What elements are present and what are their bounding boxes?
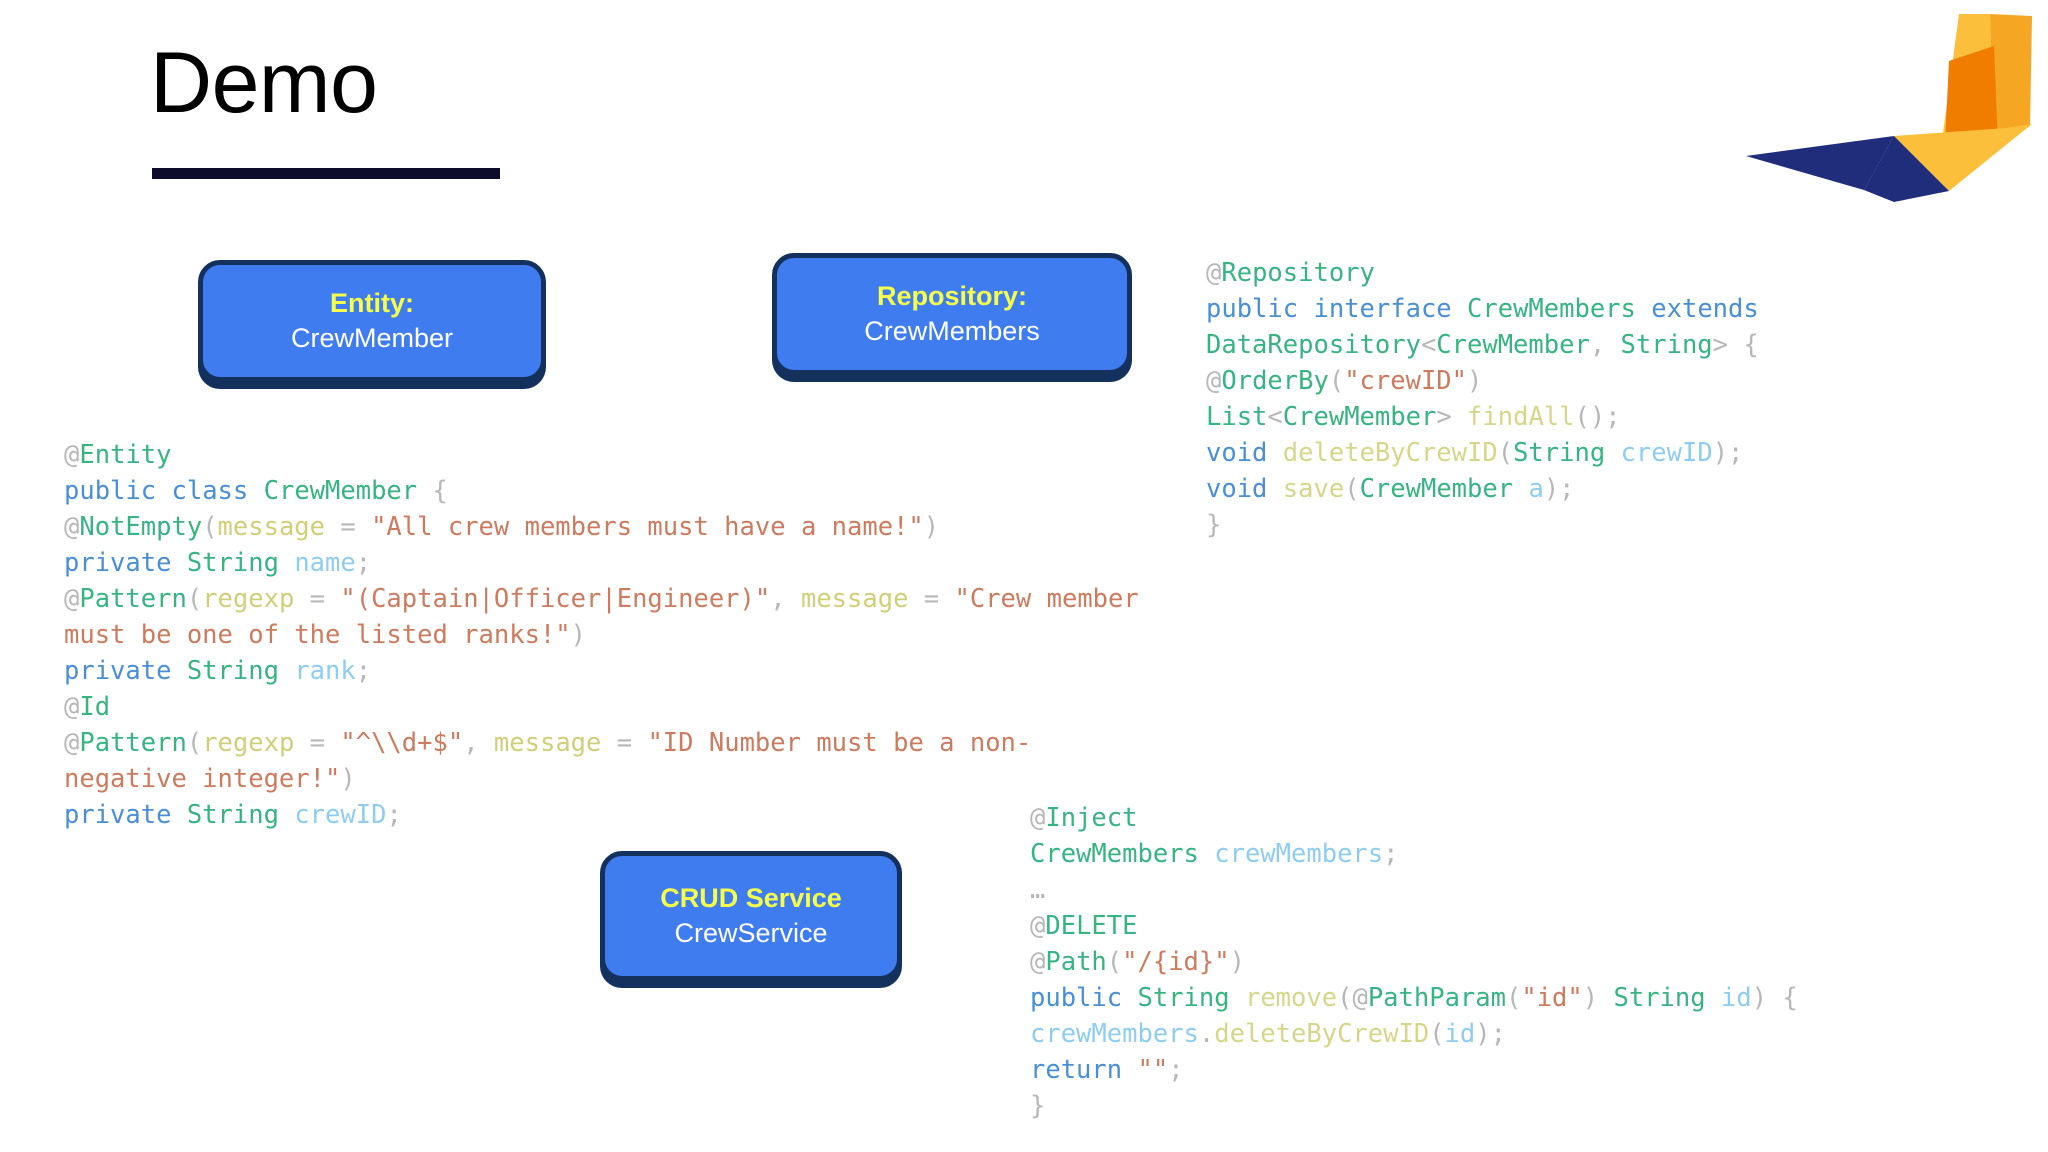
code-line: private String name; [64,548,372,578]
code-line: } [1030,1091,1046,1121]
code-line: } [1206,510,1222,540]
entity-code-block: @Entity public class CrewMember { @NotEmpt… [64,437,1154,833]
code-line: crewMembers.deleteByCrewID(id); [1030,1019,1506,1049]
title-underline-rule [152,168,500,179]
node-subtitle: CrewMembers [864,316,1040,346]
code-line: @Pattern(regexp = "^\\d+$", message = "I… [64,728,1032,794]
code-line: public interface CrewMembers extends Dat… [1206,294,1759,360]
node-subtitle: CrewMember [290,323,454,353]
code-line: return ""; [1030,1055,1184,1085]
code-line: public class CrewMember { [64,476,448,506]
diagram-node-repository[interactable]: Repository: CrewMembers [772,253,1132,375]
node-subtitle: CrewService [674,918,828,948]
code-line: … [1030,875,1046,905]
code-line: @Pattern(regexp = "(Captain|Officer|Engi… [64,584,1155,650]
node-title: Repository: [876,281,1028,312]
code-line: @Repository [1206,258,1375,288]
node-title: Entity: [330,288,414,319]
code-line: @OrderBy("crewID") [1206,366,1483,396]
code-line: private String crewID; [64,800,402,830]
code-line: @Inject [1030,803,1138,833]
code-line: @Path("/{id}") [1030,947,1245,977]
diagram-node-entity[interactable]: Entity: CrewMember [198,260,546,382]
code-line: @NotEmpty(message = "All crew members mu… [64,512,940,542]
code-line: void deleteByCrewID(String crewID); [1206,438,1744,468]
code-line: @Entity [64,440,172,470]
code-line: public String remove(@PathParam("id") St… [1030,983,1798,1013]
payara-sail-logo [1744,6,2034,236]
diagram-node-crud-service[interactable]: CRUD Service CrewService [600,851,902,981]
code-line: @DELETE [1030,911,1138,941]
code-line: private String rank; [64,656,372,686]
code-line: List<CrewMember> findAll(); [1206,402,1621,432]
node-title: CRUD Service [660,883,842,914]
page-title: Demo [150,35,378,131]
repository-code-block: @Repository public interface CrewMembers … [1206,255,2026,543]
code-line: @Id [64,692,111,722]
code-line: void save(CrewMember a); [1206,474,1575,504]
code-line: CrewMembers crewMembers; [1030,839,1399,869]
